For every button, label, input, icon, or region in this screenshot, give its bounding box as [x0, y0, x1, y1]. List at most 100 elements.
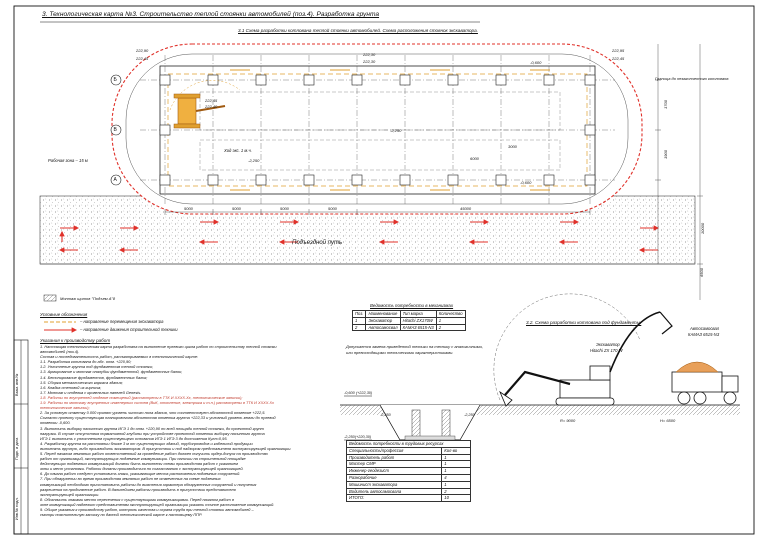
footings	[159, 74, 596, 186]
machines-table-title: Ведомость потребности в механизмах	[370, 303, 454, 308]
table-cell: 4	[441, 473, 471, 482]
level-c: -2,250	[464, 413, 475, 417]
note-line: отметки -0,600.	[40, 420, 71, 426]
note-line: 4. Разработку грунта на расстоянии ближе…	[40, 440, 253, 446]
legend-title: Условные обозначения	[40, 312, 88, 317]
table-header-cell: Тип марка	[399, 310, 437, 318]
dimension-lines	[164, 44, 703, 300]
excavator-plan-icon	[169, 80, 241, 129]
note-line: выполнять вручную, либо производить экск…	[40, 445, 292, 451]
truck-label: Автосамосвал	[690, 326, 720, 331]
level-center-mid: 222,30	[363, 59, 376, 64]
table-header-cell: Поз.	[351, 310, 367, 318]
level-center-top: 222,30	[363, 52, 376, 57]
dim-6000: 6000	[470, 156, 479, 161]
level-mark-3: -2,250	[248, 158, 260, 163]
axis-label-v: В	[113, 127, 117, 133]
scheme-title: 3.1 Схема разработки котлована теплой ст…	[238, 28, 478, 33]
excavator-label: Экскаватор	[596, 342, 620, 347]
dim-right-1: 1700	[662, 100, 668, 109]
stamp-inv: Инв.№ подл.	[15, 497, 19, 520]
table-cell: 1	[435, 316, 466, 325]
table-header-cell: Кол-во	[441, 446, 471, 455]
sheet-frame	[13, 5, 755, 535]
table-header-cell: Количество	[435, 310, 466, 318]
level-right-top: 222,95	[612, 48, 625, 53]
note-line: 1.6. Кладка стеновой из кирпича;	[40, 384, 102, 390]
table-cell: Производитель работ	[345, 453, 443, 462]
section-title: 3.2. Схема разработки котлована под фунд…	[526, 320, 642, 325]
note-line: 1. Настоящая технологическая карта разра…	[40, 344, 277, 349]
dim-radius: R= 9000	[560, 418, 576, 423]
dim-right-2: 1900	[662, 150, 668, 159]
excavator-path-label: Ход экс. 1 м.ч.	[224, 148, 252, 153]
note-line: 1.7. Монтаж и отделка с кровельных панел…	[40, 389, 142, 395]
road-label: Подъездной путь	[292, 240, 343, 246]
stamp-sign: Подп. и дата	[15, 437, 19, 460]
table-cell: Экскаватор	[365, 316, 401, 325]
note-line: 1.4. Бетонирование фундаментов, фундамен…	[40, 374, 148, 380]
level-mark-4: -0,600	[520, 180, 532, 185]
table-header-cell: Наименование	[365, 310, 401, 318]
table-cell: Мастер СМР	[345, 460, 443, 469]
dim-3000: 3000	[508, 144, 517, 149]
table-cell: Инженер-геодезист	[345, 467, 443, 475]
note-line: зоны и мест установки. Работы должны про…	[40, 466, 244, 472]
table-cell: Автосамосвал	[365, 323, 401, 332]
machines-note-1: Допускается замена приведенной техники н…	[346, 344, 483, 349]
note-line: технологические записки);	[40, 405, 90, 411]
note-line: Согласно проекту существующая планировоч…	[40, 415, 276, 421]
level-right-mid: 222,45	[612, 56, 625, 61]
legend-symbols	[43, 294, 78, 333]
note-line: автомобилей (поз.4).	[40, 349, 80, 355]
note-line: 9. Общие указания к производству работ, …	[40, 507, 254, 512]
note-line: эксплуатирующей организации.	[40, 491, 100, 497]
table-cell: 1	[441, 480, 471, 489]
notes-heading: Указания к производству работ	[40, 338, 111, 343]
table-cell: 1	[441, 453, 471, 462]
level-left-small-2: 222,40	[205, 104, 218, 109]
stamp-replace: Взам. инв.№	[15, 373, 19, 396]
truck-model: КАМАЗ 6515-N3	[688, 332, 720, 337]
level-left-top: 222,90	[136, 48, 149, 53]
legend-excavator: – направление перемещения экскаватора	[80, 319, 164, 324]
excavator-move-arrows	[230, 69, 550, 191]
section-drawing	[340, 293, 740, 441]
table-cell: ИТОГО:	[345, 494, 443, 503]
note-line: 6. До начала работ следует установить зн…	[40, 471, 241, 477]
pit-boundary	[111, 43, 643, 215]
table-cell: 1	[351, 316, 367, 325]
note-line: 1.1. Разработка котлована до абс. отм. +…	[40, 359, 132, 365]
note-line: действующих подземных коммуникаций должн…	[40, 461, 238, 467]
pit-boundary-label: Граница до незаконченного котлована	[655, 76, 729, 81]
table-row: ИТОГО:10	[345, 494, 471, 503]
note-line: нагрузки. В случае отсутствия нормативно…	[40, 430, 265, 436]
note-line: 3. Выполнить выборку насыпного грунта ИГ…	[40, 425, 264, 431]
note-line: работ от организаций, эксплуатирующих по…	[40, 456, 246, 462]
dim-total: 45000	[460, 206, 472, 211]
table-cell: 1	[441, 467, 471, 475]
dim-bottom-4: 5000	[328, 206, 337, 211]
note-line: 1.3. Армирование и монтаж опалубки фунда…	[40, 369, 183, 375]
note-line: разрешения на продолжение работ. В дальн…	[40, 486, 236, 492]
workers-table: Ведомость потребности в трудовых ресурса…	[345, 440, 471, 503]
sheet-title: 3. Технологическая карта №3. Строительст…	[42, 11, 380, 18]
note-line: коммуникаций необходимо приостановить ра…	[40, 481, 257, 487]
machines-note-2: или превосходящими техническими характер…	[346, 350, 454, 355]
note-line: смотри пояснительную записку по данной т…	[40, 512, 203, 518]
level-b: -2,250	[380, 413, 391, 417]
dim-bottom-2: 5000	[232, 206, 241, 211]
note-line: Состав и последовательность работ, рассм…	[40, 354, 199, 360]
excavator-model: Hitachi ZX 170 W	[590, 348, 623, 353]
work-zone-label: Рабочая зона – 15 м	[48, 158, 88, 163]
legend-traffic: – направление движения строительной техн…	[80, 327, 178, 332]
